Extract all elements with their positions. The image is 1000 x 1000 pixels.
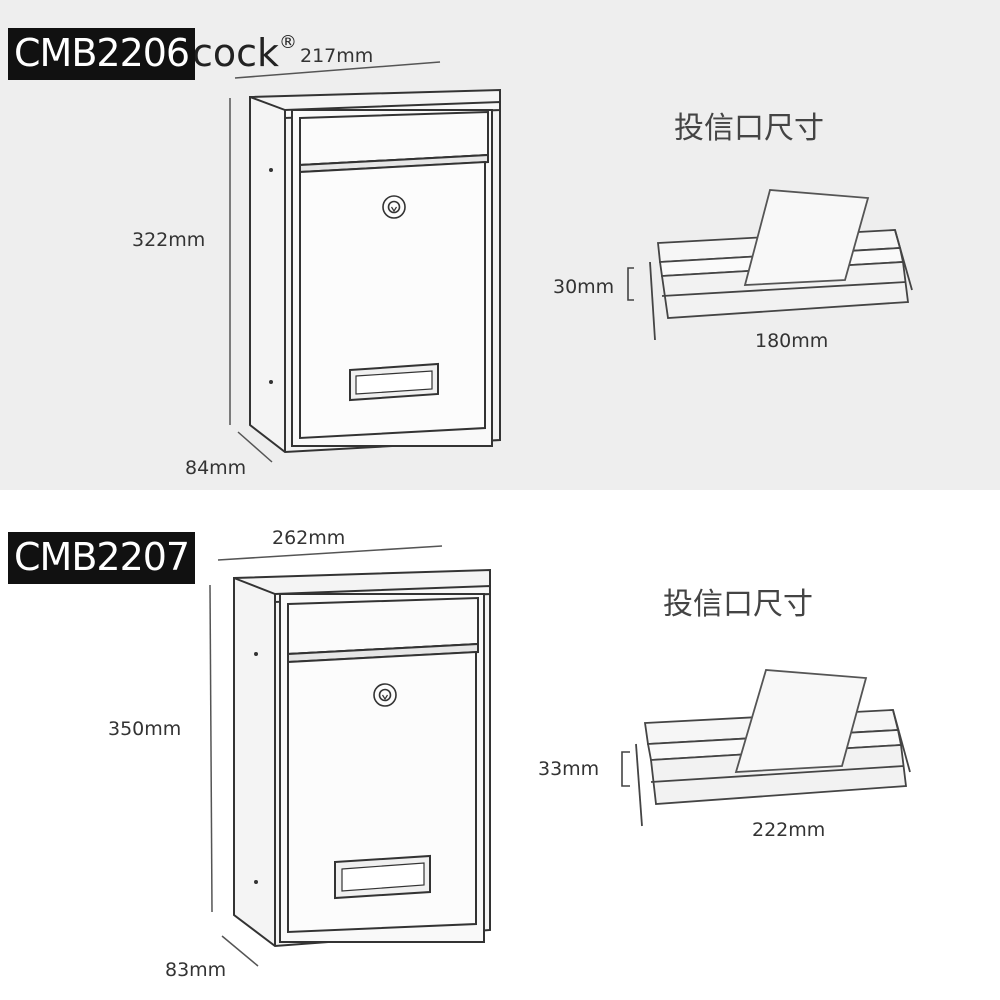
brand-name: cock® xyxy=(192,31,298,75)
width-dimension-line xyxy=(217,545,443,561)
mailbox-diagram-cmb2207: 262mm 350mm 83mm xyxy=(0,490,1000,1000)
depth-dimension-line xyxy=(237,431,273,463)
slot-size-title: 投信口尺寸 xyxy=(674,111,824,146)
registered-mark: ® xyxy=(279,32,298,53)
model-label-cmb2206: CMB2206 xyxy=(8,28,196,80)
keyhole-icon xyxy=(373,683,397,707)
height-dimension-line xyxy=(209,584,213,913)
width-label: 217mm xyxy=(300,45,373,67)
height-label: 350mm xyxy=(108,718,181,740)
brand-text: cock xyxy=(192,31,280,75)
slot-height-label: 33mm xyxy=(538,758,599,780)
slot-size-title: 投信口尺寸 xyxy=(663,587,813,622)
mailbox-body xyxy=(249,88,501,454)
slot-height-bracket xyxy=(627,267,634,301)
height-label: 322mm xyxy=(132,229,205,251)
depth-dimension-line xyxy=(221,935,259,967)
cmb2206-drawing: 217mm 322mm 84mm xyxy=(132,45,913,479)
depth-label: 84mm xyxy=(185,457,246,479)
slot-width-label: 180mm xyxy=(755,330,828,352)
slot-width-label: 222mm xyxy=(752,819,825,841)
width-label: 262mm xyxy=(272,527,345,549)
cmb2207-drawing: 262mm 350mm 83mm xyxy=(108,527,911,981)
model-label-cmb2207: CMB2207 xyxy=(8,532,196,584)
mailbox-diagram-cmb2206: 217mm 322mm 84mm xyxy=(0,0,1000,490)
mailbox-body xyxy=(233,568,491,948)
slot-height-bracket xyxy=(621,751,630,787)
slot-height-label: 30mm xyxy=(553,276,614,298)
depth-label: 83mm xyxy=(165,959,226,981)
slot-detail xyxy=(635,669,911,827)
keyhole-icon xyxy=(382,195,406,219)
slot-detail xyxy=(649,189,913,341)
width-dimension-line xyxy=(234,61,441,79)
